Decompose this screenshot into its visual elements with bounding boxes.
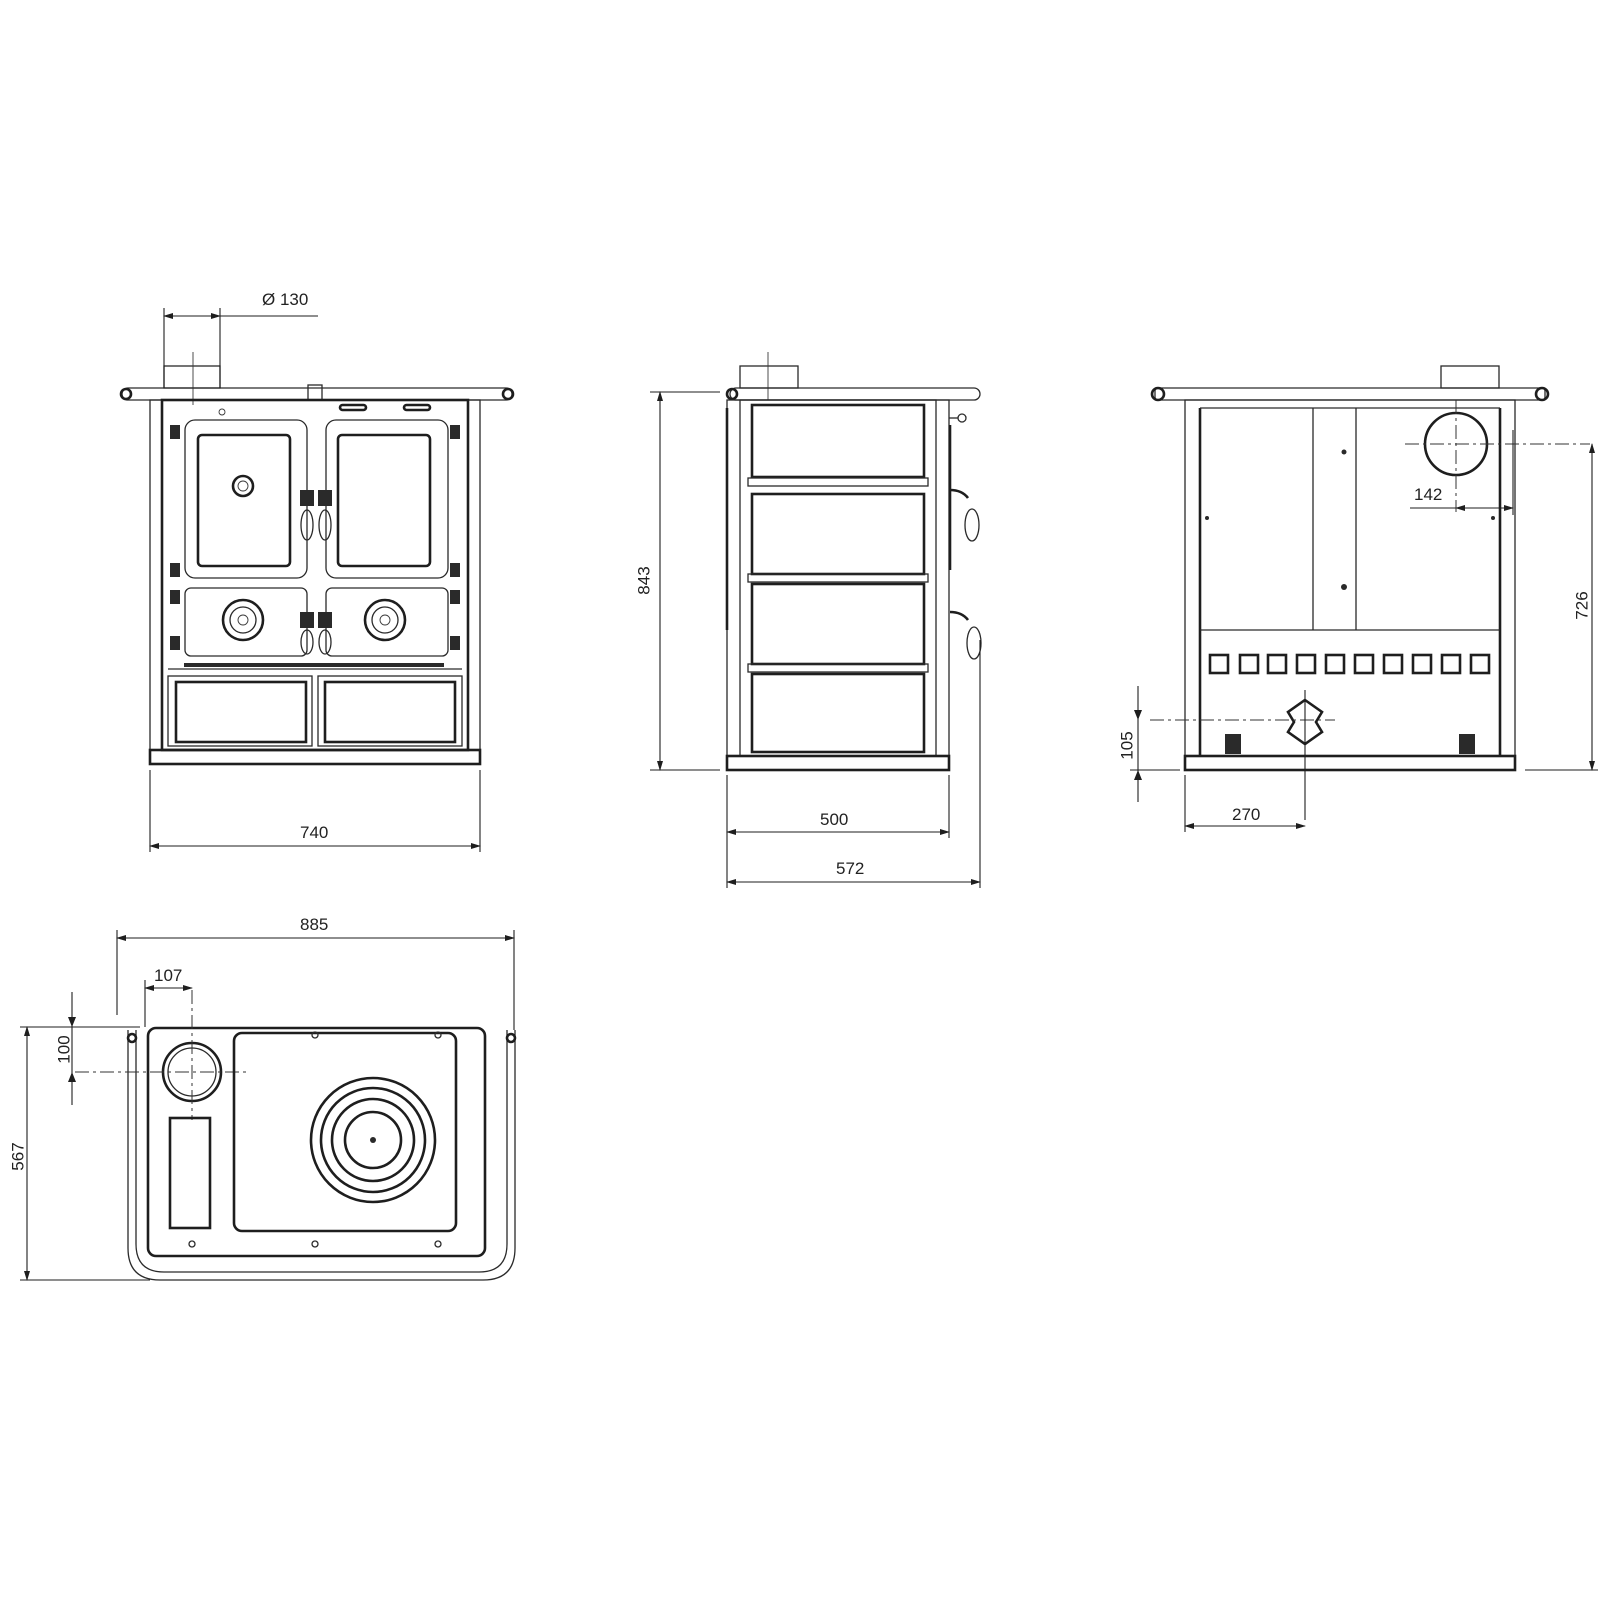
dim-side-depth-body	[726, 775, 950, 888]
dim-side-depth-total	[726, 640, 981, 888]
flue-pipe-rear	[1440, 365, 1500, 389]
dim-front-width	[149, 770, 481, 852]
storage-drawers	[167, 675, 463, 747]
dim-rear-flue-height	[1525, 443, 1598, 771]
dim-top-flue-offset-y	[20, 992, 140, 1105]
side-handles	[948, 413, 982, 660]
dim-label-top-flue-offset-y: 100	[54, 1035, 74, 1064]
dim-flue-diameter	[163, 308, 318, 388]
dim-label-rear-flue-offset: 142	[1414, 485, 1443, 504]
dim-rear-inlet-offset	[1184, 775, 1306, 832]
thermometer-icon	[231, 474, 255, 498]
dim-top-total-width	[116, 930, 515, 1030]
hotplate-area	[232, 1031, 458, 1233]
side-view	[650, 352, 982, 888]
dim-top-depth	[20, 1026, 150, 1281]
dim-label-side-height: 843	[634, 566, 654, 595]
door-handles-upper	[300, 490, 332, 541]
front-view	[119, 308, 515, 852]
dim-side-height	[650, 391, 720, 771]
top-rail	[121, 387, 513, 401]
top-rail-side	[729, 387, 981, 401]
air-regulator-left-icon	[221, 598, 265, 642]
flue-pipe-side	[739, 365, 799, 389]
dim-label-side-depth-total: 572	[836, 859, 865, 878]
rear-view	[1130, 365, 1598, 832]
dim-rear-inlet-height	[1130, 686, 1180, 802]
top-view	[20, 930, 517, 1281]
dim-top-flue-offset-x	[144, 980, 193, 1027]
dim-rear-flue-offset	[1410, 430, 1514, 515]
dim-label-rear-inlet-offset: 270	[1232, 805, 1261, 824]
dim-label-top-depth: 567	[8, 1142, 28, 1171]
side-panels	[747, 403, 929, 754]
top-rail-towel-bar	[127, 1030, 516, 1281]
dim-label-top-flue-offset-x: 107	[154, 966, 183, 985]
air-regulator-right-icon	[363, 598, 407, 642]
dim-label-rear-flue-height: 726	[1572, 591, 1592, 620]
dim-label-flue-diameter: Ø 130	[262, 290, 309, 309]
hinges	[170, 425, 460, 650]
oven-door-right	[325, 419, 449, 579]
firebox-lid	[168, 1116, 212, 1230]
cooktop-plate	[146, 1026, 487, 1258]
firebox-doors	[184, 587, 449, 657]
dim-label-front-width: 740	[300, 823, 329, 842]
flue-pipe	[163, 365, 221, 389]
dim-label-rear-inlet-height: 105	[1117, 731, 1137, 760]
dim-label-side-depth-body: 500	[820, 810, 849, 829]
oven-door-left	[184, 419, 308, 579]
rear-air-vents	[1208, 653, 1491, 675]
hotplate-rings	[309, 1076, 437, 1204]
dim-label-top-total-width: 885	[300, 915, 329, 934]
